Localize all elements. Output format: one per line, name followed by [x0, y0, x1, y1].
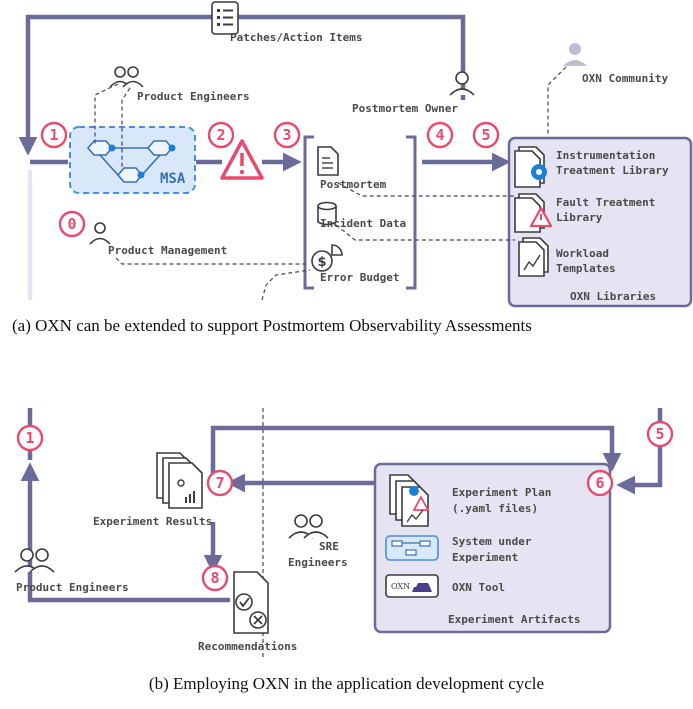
step-badge-1-bottom: 1	[16, 424, 44, 452]
svg-text:8: 8	[210, 569, 219, 587]
patches-list-icon	[211, 1, 239, 35]
oxn-tool-label: OXN Tool	[452, 581, 505, 594]
community-link	[547, 66, 567, 134]
svg-text:5: 5	[655, 425, 664, 443]
database-icon	[317, 201, 337, 226]
step-badge-3: 3	[273, 121, 301, 149]
oxn-tool-icon: OXN	[385, 574, 439, 598]
svg-text:4: 4	[435, 126, 444, 144]
sre-label-line1: SRE	[319, 540, 339, 553]
postmortem-fault-link	[337, 182, 515, 197]
fault-lib-line2: Library	[556, 211, 603, 224]
workload-templates-icon	[518, 237, 549, 277]
svg-text:2: 2	[216, 126, 225, 144]
svg-text:OXN: OXN	[391, 582, 410, 591]
step-badge-5-bottom: 5	[646, 420, 674, 448]
product-management-icon	[89, 222, 111, 245]
error-budget-label: Error Budget	[320, 271, 399, 284]
flow-recommendations-engineers	[20, 462, 230, 603]
bracket-left	[303, 135, 314, 290]
system-under-experiment-icon	[385, 535, 439, 561]
management-link	[115, 257, 306, 265]
step-badge-7: 7	[206, 469, 234, 497]
product-management-label: Product Management	[108, 244, 227, 257]
error-budget-link-down	[261, 269, 311, 301]
svg-text:$: $	[317, 255, 326, 270]
sre-engineers-icon	[288, 514, 329, 539]
svg-text:5: 5	[481, 126, 490, 144]
instrumentation-library-icon	[514, 146, 547, 188]
warning-icon	[220, 139, 264, 180]
experiment-plan-line1: Experiment Plan	[452, 486, 551, 499]
recommendations-label: Recommendations	[198, 640, 297, 653]
experiment-results-label: Experiment Results	[93, 515, 212, 528]
postmortem-owner-label: Postmortem Owner	[352, 102, 458, 115]
step-badge-4: 4	[426, 121, 454, 149]
step-badge-1: 1	[40, 121, 68, 149]
gear-icon	[137, 171, 145, 179]
engineer-link-1	[94, 83, 119, 145]
experiment-plan-icon	[389, 474, 430, 527]
oxn-community-label: OXN Community	[582, 72, 668, 85]
msa-label: MSA	[160, 171, 186, 187]
gear-icon	[108, 144, 116, 152]
system-under-line1: System under	[452, 535, 532, 548]
sre-label-line2: Engineers	[288, 556, 348, 569]
bracket-right	[406, 135, 417, 290]
incident-workload-link	[335, 224, 515, 241]
experiment-artifacts-label: Experiment Artifacts	[448, 613, 580, 626]
instrumentation-lib-line2: Treatment Library	[556, 164, 669, 177]
flow-results-loop	[210, 425, 622, 478]
fault-lib-line1: Fault Treatment	[556, 196, 655, 209]
svg-text:3: 3	[282, 126, 291, 144]
step-badge-5: 5	[472, 121, 500, 149]
product-engineers-label: Product Engineers	[137, 90, 250, 103]
oxn-libraries-label: OXN Libraries	[570, 290, 656, 303]
recommendations-document-icon	[233, 571, 269, 634]
workload-line2: Templates	[556, 262, 616, 275]
step-badge-6: 6	[586, 469, 614, 497]
oxn-community-icon	[563, 43, 587, 66]
engineer-link-2	[121, 87, 131, 168]
fault-library-icon	[514, 193, 553, 233]
step-badge-0: 0	[58, 210, 86, 238]
patches-loop-arrow	[18, 14, 466, 156]
flow-5-to-6	[616, 408, 663, 495]
patches-label: Patches/Action Items	[230, 31, 362, 44]
incident-data-label: Incident Data	[320, 217, 406, 230]
svg-text:7: 7	[215, 474, 224, 492]
product-engineers-bottom-icon	[14, 548, 55, 573]
step-badge-8: 8	[201, 564, 229, 592]
product-engineers-icon	[109, 66, 144, 88]
workload-line1: Workload	[556, 247, 609, 260]
experiment-results-icon	[156, 452, 203, 509]
oxn-libraries-panel	[507, 136, 693, 308]
svg-text:1: 1	[49, 126, 58, 144]
caption-a: (a) OXN can be extended to support Postm…	[12, 316, 532, 335]
system-under-line2: Experiment	[452, 551, 518, 564]
gear-icon	[168, 144, 176, 152]
svg-text:6: 6	[595, 474, 604, 492]
error-budget-icon: $	[311, 244, 343, 272]
svg-text:0: 0	[67, 215, 76, 233]
postmortem-owner-icon	[449, 71, 475, 96]
svg-text:1: 1	[25, 429, 34, 447]
caption-b: (b) Employing OXN in the application dev…	[148, 674, 545, 693]
instrumentation-lib-line1: Instrumentation	[556, 149, 655, 162]
experiment-plan-line2: (.yaml files)	[452, 502, 538, 515]
postmortem-label: Postmortem	[320, 178, 387, 191]
step-badge-2: 2	[207, 121, 235, 149]
postmortem-document-icon	[317, 146, 339, 176]
product-engineers-bottom-label: Product Engineers	[16, 581, 129, 594]
